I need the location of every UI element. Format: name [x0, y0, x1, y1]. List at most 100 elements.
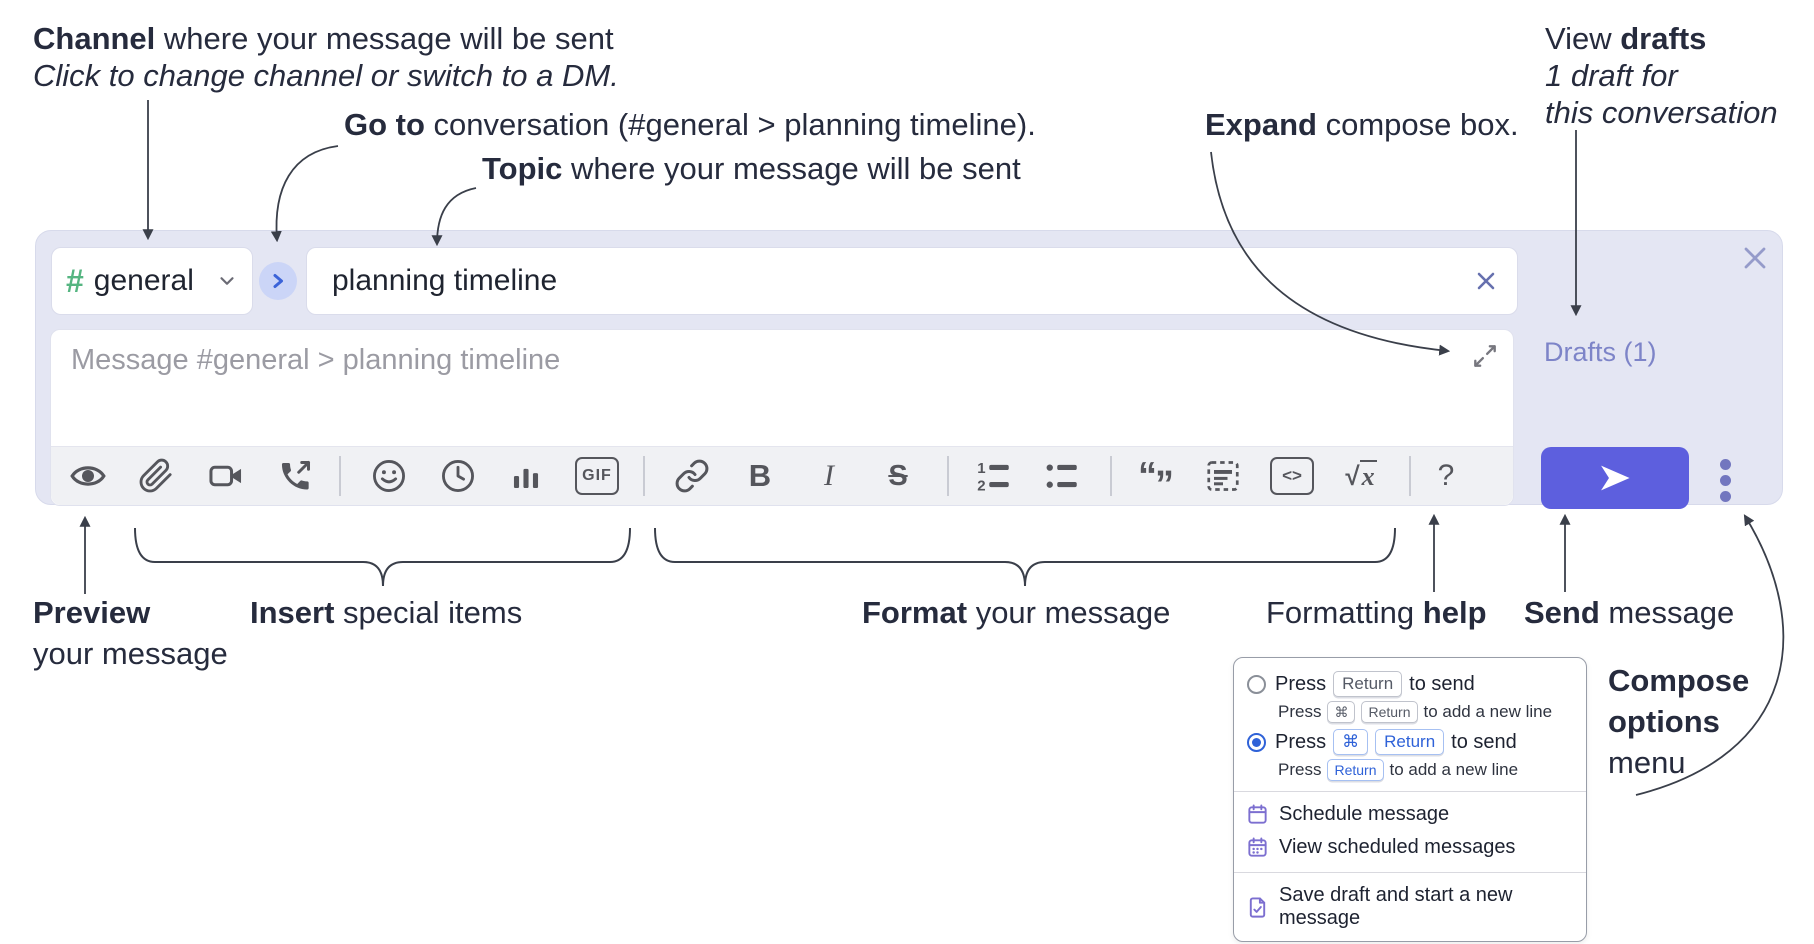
channel-hash-icon: #	[66, 263, 84, 299]
insert-label: Insert special items	[250, 592, 522, 633]
toolbar-divider	[1409, 456, 1411, 496]
option2-subtext: Press Return to add a new line	[1234, 755, 1586, 783]
preview-label-line2: your message	[33, 636, 228, 671]
menu-item-view-scheduled[interactable]: View scheduled messages	[1234, 831, 1586, 864]
view-drafts-regular: View	[1545, 21, 1621, 56]
option-press-return-to-send[interactable]: Press Return to send	[1234, 667, 1586, 697]
format-label-bold: Format	[862, 595, 968, 630]
radio-unselected-icon[interactable]	[1247, 674, 1266, 694]
preview-eye-icon[interactable]	[66, 454, 110, 498]
gif-icon[interactable]: GIF	[575, 454, 619, 498]
link-icon[interactable]	[670, 454, 714, 498]
help-label: ?	[1437, 459, 1455, 492]
compose-box-panel: # general planning timeline Message #gen…	[35, 230, 1783, 509]
radio-selected-icon[interactable]	[1247, 732, 1266, 752]
compose-options-line3: menu	[1608, 745, 1686, 780]
option-press-cmd-return-to-send[interactable]: Press ⌘ Return to send	[1234, 725, 1586, 755]
goto-annotation-rest: conversation (#general > planning timeli…	[424, 107, 1036, 142]
chevron-right-icon	[273, 274, 283, 288]
calendar-dots-icon	[1248, 837, 1267, 857]
send-label: Send message	[1524, 592, 1734, 633]
channel-name: general	[93, 264, 194, 297]
compose-options-line2: options	[1608, 704, 1720, 739]
clear-topic-icon[interactable]	[1473, 268, 1499, 294]
drafts-link[interactable]: Drafts (1)	[1544, 337, 1657, 367]
math-icon[interactable]: √x	[1339, 454, 1383, 498]
option2-tail: to send	[1451, 730, 1517, 753]
attach-file-icon[interactable]	[134, 454, 178, 498]
formatting-help-bold: help	[1422, 595, 1487, 630]
dot	[1719, 458, 1731, 470]
message-input[interactable]: Message #general > planning timeline	[50, 329, 1514, 506]
channel-annotation-sub: Click to change channel or switch to a D…	[33, 58, 619, 93]
strikethrough-icon[interactable]: S	[876, 454, 920, 498]
quote-label: “”	[1138, 454, 1174, 506]
channel-selector[interactable]: # general	[51, 247, 253, 315]
menu-divider	[1234, 872, 1586, 873]
bulleted-list-icon[interactable]	[1039, 454, 1083, 498]
option1-tail: to send	[1409, 672, 1475, 695]
option2-sub-press: Press	[1278, 760, 1322, 779]
menu-item-label: Save draft and start a new message	[1279, 884, 1513, 929]
menu-divider	[1234, 791, 1586, 792]
arrow-goto	[270, 145, 339, 243]
goto-conversation-button[interactable]	[259, 262, 297, 300]
option1-sub-press: Press	[1278, 702, 1322, 721]
close-compose-icon[interactable]	[1740, 243, 1770, 273]
brace-insert	[134, 527, 631, 587]
topic-input[interactable]: planning timeline	[306, 247, 1518, 315]
compose-options-label: Compose options menu	[1608, 660, 1749, 783]
insert-label-rest: special items	[334, 595, 523, 630]
video-call-icon[interactable]	[204, 454, 248, 498]
view-drafts-bold: drafts	[1620, 21, 1707, 56]
format-label-rest: your message	[967, 595, 1171, 630]
gif-label: GIF	[575, 457, 619, 495]
bold-icon[interactable]: B	[738, 454, 782, 498]
compose-options-menu: Press Return to send Press ⌘ Return to a…	[1233, 657, 1587, 942]
channel-annotation: Channel where your message will be sent …	[33, 20, 619, 94]
toolbar-divider	[643, 456, 645, 496]
svg-text:2: 2	[977, 477, 985, 494]
expand-annotation-bold: Expand	[1205, 107, 1317, 142]
spoiler-icon[interactable]	[1201, 454, 1245, 498]
menu-item-label: View scheduled messages	[1279, 836, 1516, 858]
send-label-bold: Send	[1524, 595, 1600, 630]
kbd-return: Return	[1361, 701, 1418, 723]
option1-sub-tail: to add a new line	[1423, 702, 1553, 721]
goto-annotation-bold: Go to	[344, 107, 425, 142]
topic-annotation-rest: where your message will be sent	[562, 151, 1021, 186]
insert-label-bold: Insert	[250, 595, 335, 630]
formatting-help-regular: Formatting	[1266, 595, 1423, 630]
send-button[interactable]	[1541, 447, 1689, 509]
expand-compose-icon[interactable]	[1471, 342, 1499, 370]
toolbar-divider	[1110, 456, 1112, 496]
time-icon[interactable]	[436, 454, 480, 498]
kbd-cmd-blue: ⌘	[1333, 729, 1369, 755]
formatting-help-label: Formatting help	[1266, 592, 1487, 633]
poll-icon[interactable]	[504, 454, 548, 498]
italic-icon[interactable]: I	[807, 454, 851, 498]
send-plane-icon	[1601, 465, 1630, 491]
quote-icon[interactable]: “”	[1133, 454, 1177, 506]
emoji-icon[interactable]	[367, 454, 411, 498]
save-draft-icon	[1249, 896, 1266, 918]
strike-label: S	[888, 459, 908, 492]
expand-annotation-rest: compose box.	[1316, 107, 1519, 142]
dot	[1719, 490, 1731, 502]
voice-call-icon[interactable]	[273, 454, 317, 498]
code-icon[interactable]: <>	[1270, 454, 1314, 498]
compose-options-menu-button[interactable]	[1708, 453, 1742, 507]
preview-label: Preview your message	[33, 592, 228, 674]
kbd-return-blue: Return	[1375, 729, 1445, 755]
toolbar-divider	[339, 456, 341, 496]
topic-value: planning timeline	[332, 264, 558, 297]
menu-item-save-draft[interactable]: Save draft and start a new message	[1234, 879, 1586, 935]
toolbar-divider	[947, 456, 949, 496]
formatting-help-icon[interactable]: ?	[1424, 454, 1468, 498]
channel-annotation-rest: where your message will be sent	[155, 21, 614, 56]
format-label: Format your message	[862, 592, 1170, 633]
menu-item-schedule-message[interactable]: Schedule message	[1234, 798, 1586, 831]
svg-text:1: 1	[977, 460, 985, 477]
